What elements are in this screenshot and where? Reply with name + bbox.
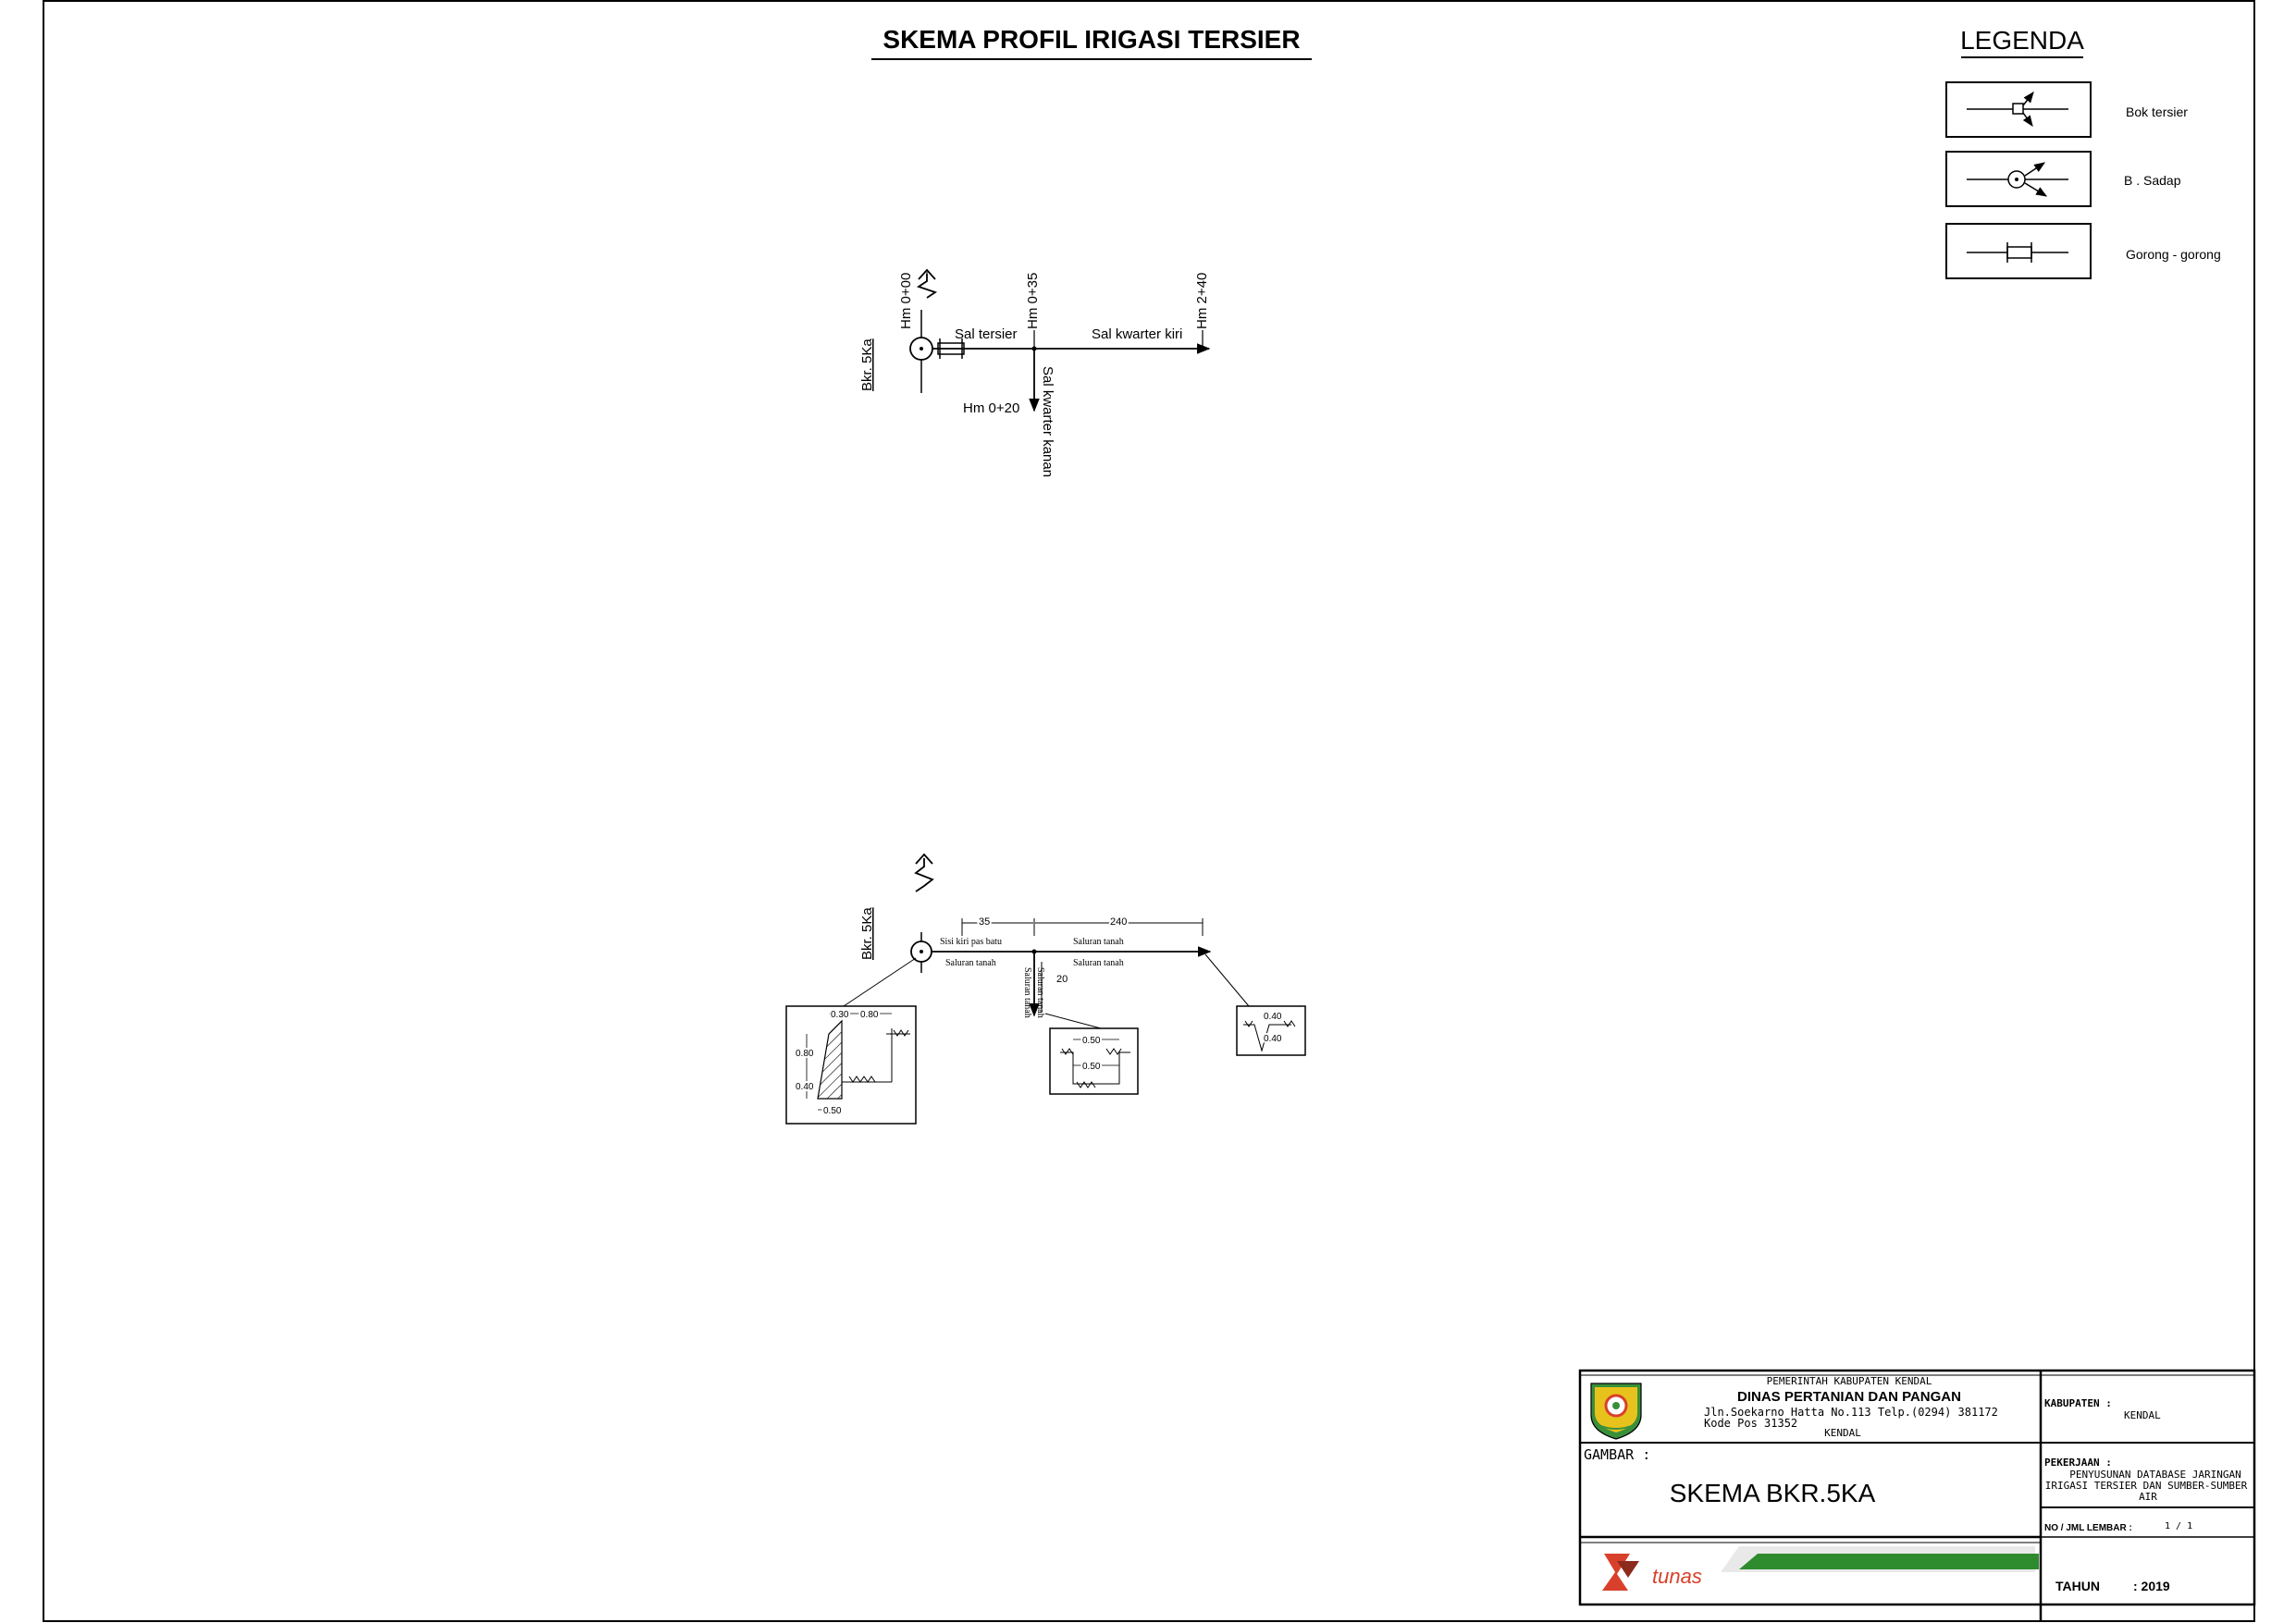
sec2-width: 0.50	[1082, 1036, 1101, 1046]
label-hm-end: Hm 2+40	[1194, 273, 1210, 329]
label-origin-top: Bkr. 5Ka	[859, 338, 875, 391]
tahun-label: TAHUN	[2055, 1579, 2100, 1593]
cross-section-3: 0.40 0.40	[1236, 1005, 1306, 1056]
sec3-height: 0.40	[1264, 1034, 1282, 1044]
org-line-1: PEMERINTAH KABUPATEN KENDAL	[1767, 1375, 1932, 1387]
tunas-logo	[1602, 1546, 2039, 1591]
label-seg1-top: Sisi kiri pas batu	[940, 937, 1002, 947]
dim-length-1: 35	[979, 916, 990, 928]
sec2-height: 0.50	[1082, 1062, 1101, 1072]
cross-section-1: 0.30 0.80 0.80 0.40 0.50	[785, 1005, 917, 1125]
label-seg2-bottom: Saluran tanah	[1073, 958, 1124, 968]
dim-length-down: 20	[1056, 974, 1068, 985]
dim-length-2: 240	[1110, 916, 1127, 928]
sec1-top-width: 0.30	[831, 1010, 849, 1020]
schema-top: Hm 0+00 Hm 0+35 Hm 2+40 Bkr. 5Ka Sal ter…	[859, 268, 1211, 477]
org-line-4: Kode Pos 31352	[1704, 1417, 1797, 1430]
sec3-width: 0.40	[1264, 1012, 1282, 1022]
north-arrow-icon	[914, 853, 934, 892]
org-line-2: DINAS PERTANIAN DAN PANGAN	[1737, 1389, 1961, 1405]
label-hm-mid: Hm 0+35	[1025, 273, 1041, 329]
legend-label-gorong: Gorong - gorong	[2126, 247, 2221, 262]
schema-bottom: 35 240 20 Bkr. 5Ka Sisi kiri pas batu Sa…	[785, 853, 1306, 1125]
tunas-logo-text: tunas	[1652, 1565, 1702, 1588]
pekerjaan-label: PEKERJAAN :	[2044, 1457, 2112, 1469]
label-sal-tersier: Sal tersier	[955, 326, 1018, 342]
pekerjaan-line-3: AIR	[2139, 1491, 2157, 1503]
label-seg1-bottom: Saluran tanah	[945, 958, 996, 968]
lembar-value: 1 / 1	[2165, 1521, 2192, 1531]
label-seg2-top: Saluran tanah	[1073, 937, 1124, 947]
label-hm-start: Hm 0+00	[898, 273, 914, 329]
sec1-top-width-2: 0.80	[860, 1010, 879, 1020]
sheet-border	[43, 0, 2255, 1622]
label-sal-kwarter-kanan: Sal kwarter kanan	[1040, 366, 1055, 477]
legend-label-bok-tersier: Bok tersier	[2126, 105, 2188, 119]
sec1-height-1: 0.80	[796, 1049, 814, 1059]
legend-label-b-sadap: B . Sadap	[2124, 173, 2181, 188]
sec1-bottom-width: 0.50	[823, 1106, 842, 1116]
label-down-right: Saluran tanah	[1035, 967, 1045, 1018]
lembar-label: NO / JML LEMBAR :	[2044, 1523, 2132, 1533]
kabupaten-label: KABUPATEN :	[2044, 1397, 2112, 1409]
org-line-3: Jln.Soekarno Hatta No.113 Telp.(0294) 38…	[1704, 1406, 1998, 1419]
pekerjaan-line-2: IRIGASI TERSIER DAN SUMBER-SUMBER	[2045, 1480, 2248, 1492]
gambar-value: SKEMA BKR.5KA	[1670, 1479, 1876, 1507]
north-arrow-icon	[916, 268, 938, 299]
gambar-label: GAMBAR :	[1584, 1446, 1650, 1463]
legend: LEGENDA Bok tersier B . Sadap Gorong -	[1945, 26, 2221, 279]
label-origin-bottom: Bkr. 5Ka	[859, 907, 875, 960]
title-block: PEMERINTAH KABUPATEN KENDAL DINAS PERTAN…	[1578, 1369, 2256, 1621]
page-title: SKEMA PROFIL IRIGASI TERSIER	[883, 25, 1300, 54]
org-line-5: KENDAL	[1824, 1427, 1861, 1439]
sec1-height-2: 0.40	[796, 1082, 814, 1092]
label-sal-kwarter-kiri: Sal kwarter kiri	[1092, 326, 1182, 342]
tahun-value: : 2019	[2133, 1579, 2170, 1593]
label-down-left: Saluran tanah	[1022, 967, 1032, 1018]
kendal-emblem-icon	[1590, 1383, 1642, 1440]
cross-section-2: 0.50 0.50	[1049, 1027, 1139, 1095]
label-hm-down: Hm 0+20	[963, 400, 1019, 416]
gorong-gorong-icon	[1945, 223, 2092, 279]
bok-tersier-icon	[1945, 81, 2092, 138]
bangunan-sadap-icon	[1945, 151, 2092, 207]
kabupaten-value: KENDAL	[2124, 1409, 2161, 1421]
pekerjaan-line-1: PENYUSUNAN DATABASE JARINGAN	[2069, 1469, 2240, 1481]
legend-heading: LEGENDA	[1960, 26, 2084, 55]
